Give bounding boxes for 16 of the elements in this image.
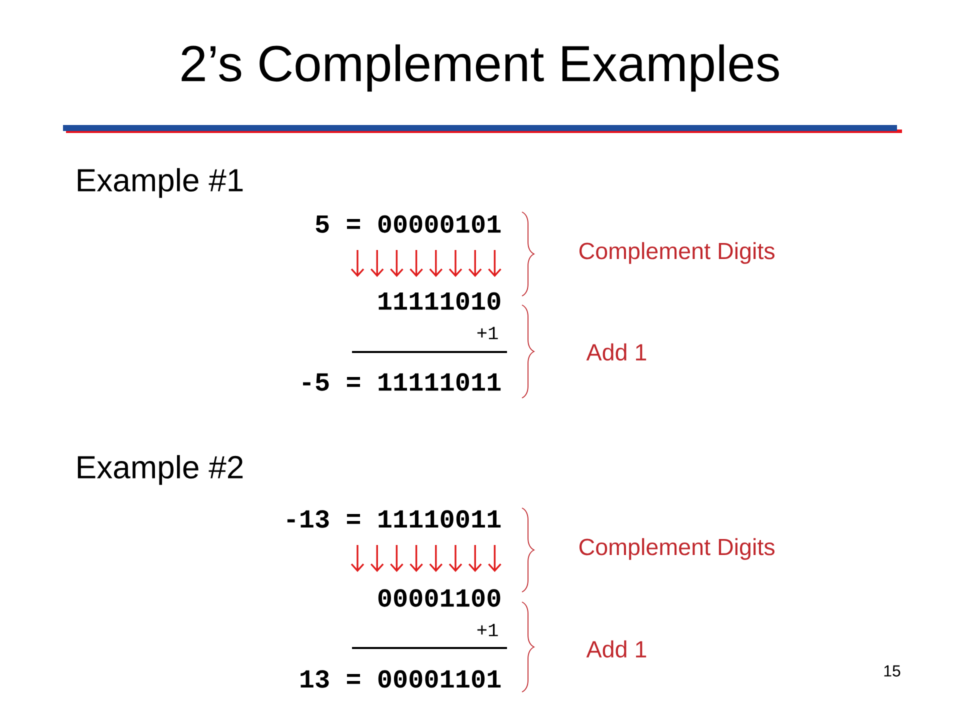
step-note: Complement Digits [579, 538, 774, 560]
step-note: Add 1 [586, 343, 646, 361]
plus-one: +1 [477, 624, 498, 636]
slide-title: 2’s Complement Examples [182, 44, 779, 92]
binary-number: -13 = 11110011 [287, 510, 501, 528]
page-number: 15 [884, 665, 900, 677]
example-heading: Example #2 [78, 455, 243, 485]
binary-number: 5 = 00000101 [316, 215, 501, 233]
binary-number: 13 = 00001101 [300, 670, 501, 688]
step-note: Complement Digits [579, 242, 774, 264]
binary-number: -5 = 11111011 [303, 373, 501, 391]
step-note: Add 1 [586, 640, 646, 658]
binary-number: 11111010 [378, 292, 500, 310]
plus-one: +1 [477, 326, 498, 340]
example-heading: Example #1 [78, 168, 243, 198]
binary-number: 00001100 [378, 589, 500, 607]
